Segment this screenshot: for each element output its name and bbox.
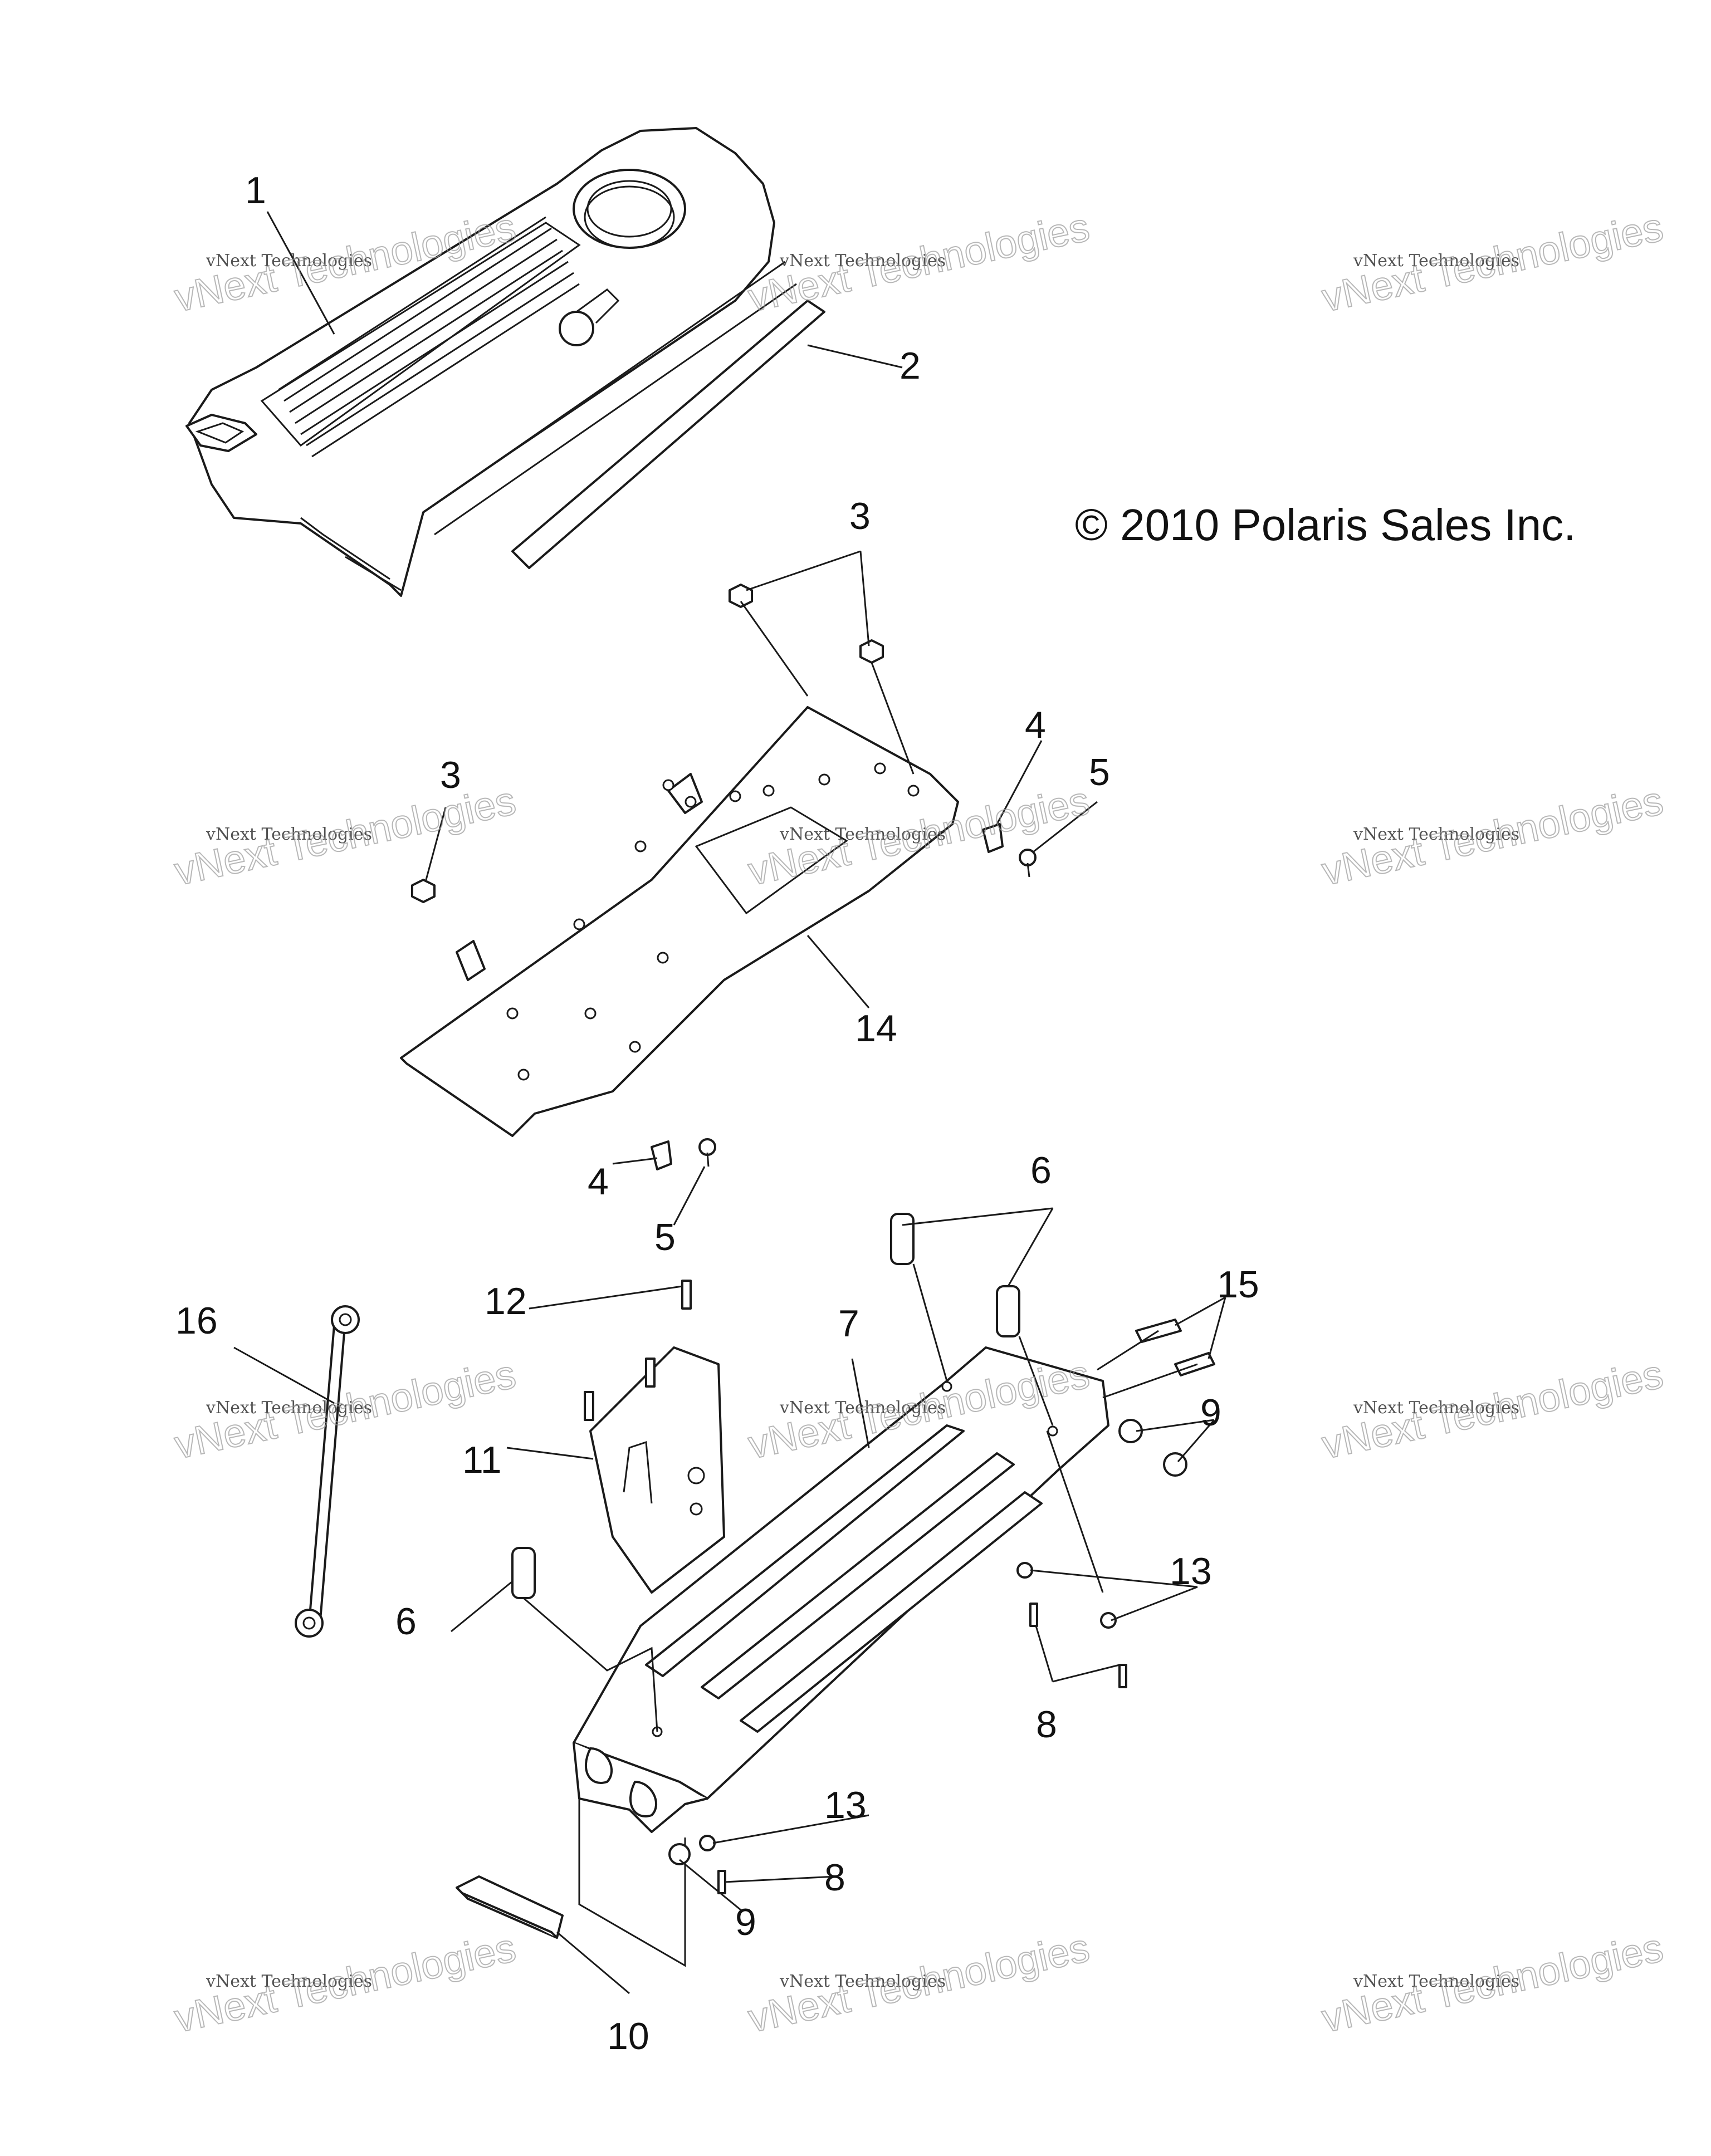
callout-3-left: 3 <box>440 754 461 796</box>
screw-8-b <box>1118 1664 1127 1688</box>
callout-1: 1 <box>245 169 266 212</box>
svg-text:vNext Technologies: vNext Technologies <box>1353 1398 1519 1418</box>
nut-3-top-a <box>729 584 753 608</box>
callout-8-right: 8 <box>1036 1703 1057 1746</box>
screw-12-b <box>645 1358 656 1388</box>
callout-7: 7 <box>838 1302 859 1345</box>
callout-15: 15 <box>1217 1263 1259 1306</box>
svg-text:vNext Technologies: vNext Technologies <box>206 251 372 271</box>
callout-4-right: 4 <box>1025 704 1046 746</box>
svg-text:vNext Technologies: vNext Technologies <box>779 825 946 844</box>
callout-13-right: 13 <box>1170 1550 1212 1592</box>
peg-6-c <box>511 1547 536 1599</box>
part-trim-strip <box>511 300 825 569</box>
callout-5-lower: 5 <box>654 1216 676 1258</box>
peg-6-a <box>890 1213 915 1265</box>
part-console-cover <box>185 127 797 597</box>
callout-6-top: 6 <box>1030 1149 1052 1192</box>
callout-2: 2 <box>900 345 921 387</box>
leader-lines <box>233 211 1226 1995</box>
callout-4-lower: 4 <box>588 1160 609 1203</box>
nut-9-c <box>668 1843 691 1865</box>
screw-12-c <box>584 1391 594 1421</box>
svg-text:vNext Technologies: vNext Technologies <box>779 1398 946 1418</box>
callout-8-lower: 8 <box>824 1856 845 1899</box>
svg-text:vNext Technologies: vNext Technologies <box>1353 825 1519 844</box>
screw-5-right <box>1019 849 1037 878</box>
callout-14: 14 <box>855 1007 897 1050</box>
screw-8-c <box>717 1870 726 1894</box>
washer-13-c <box>699 1835 716 1851</box>
washer-13-b <box>1100 1612 1117 1629</box>
copyright-text: © 2010 Polaris Sales Inc. <box>1075 500 1576 550</box>
svg-text:vNext Technologies: vNext Technologies <box>206 1972 372 1991</box>
callout-6-left: 6 <box>395 1600 417 1643</box>
part-lower-skid-plate <box>573 1346 1109 1967</box>
callout-9-right: 9 <box>1200 1391 1221 1434</box>
peg-6-b <box>996 1285 1020 1337</box>
callout-12: 12 <box>485 1280 527 1322</box>
callout-10: 10 <box>607 2015 649 2057</box>
screw-12-a <box>681 1280 692 1310</box>
svg-text:vNext Technologies: vNext Technologies <box>206 1398 372 1418</box>
part-front-bracket <box>456 1875 564 1939</box>
clip-4-lower <box>651 1140 672 1170</box>
svg-text:vNext Technologies: vNext Technologies <box>1353 1972 1519 1991</box>
bolt-15-b <box>1174 1352 1215 1376</box>
svg-text:vNext Technologies: vNext Technologies <box>779 1972 946 1991</box>
nut-3-left <box>411 879 436 903</box>
clip-4-right <box>982 823 1004 853</box>
svg-text:vNext Technologies: vNext Technologies <box>206 825 372 844</box>
part-upper-plate <box>400 706 959 1137</box>
callout-16: 16 <box>175 1300 218 1342</box>
part-mount-bracket <box>589 1346 725 1594</box>
washer-13-a <box>1016 1562 1033 1579</box>
svg-text:vNext Technologies: vNext Technologies <box>779 251 946 271</box>
svg-text:vNext Technologies: vNext Technologies <box>1353 251 1519 271</box>
callout-11: 11 <box>462 1439 502 1481</box>
screw-5-lower <box>698 1138 716 1167</box>
callout-13-lower: 13 <box>824 1784 867 1826</box>
part-support-rod <box>295 1305 360 1638</box>
nut-3-top-b <box>859 639 884 664</box>
screw-8-a <box>1029 1603 1038 1627</box>
callout-9-lower: 9 <box>735 1901 756 1943</box>
callout-3-top: 3 <box>849 495 871 537</box>
callout-5-right: 5 <box>1089 751 1110 793</box>
